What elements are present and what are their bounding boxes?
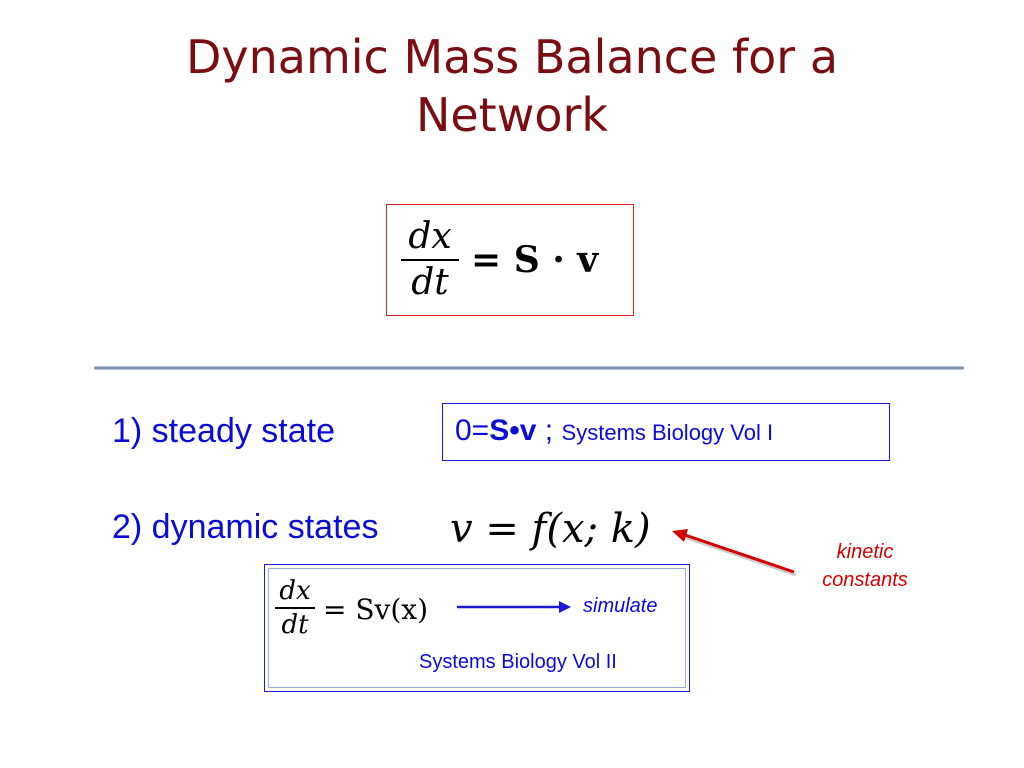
section-divider (94, 366, 964, 370)
steady-state-label: 1) steady state (112, 412, 336, 450)
sim-fraction-bar (275, 607, 315, 609)
slide-title: Dynamic Mass Balance for a Network (0, 28, 1024, 144)
main-equation-box: dx dt = S · v (386, 204, 634, 316)
fraction-bar (401, 259, 459, 261)
kinetic-constants-annotation: kinetic constants (790, 538, 940, 594)
sim-rhs: = Sv(x) (323, 593, 428, 626)
sim-reference: Systems Biology Vol II (419, 651, 617, 673)
main-fraction: dx dt (401, 215, 459, 305)
sim-denominator: dt (281, 610, 309, 640)
dynamic-equation: v = f(x; k) (450, 506, 651, 552)
kinetic-arrow (672, 529, 797, 577)
annotation-line-1: kinetic (836, 541, 894, 563)
sim-numerator: dx (279, 576, 311, 606)
annotation-line-2: constants (822, 569, 908, 591)
simulate-arrow (457, 601, 571, 613)
steady-prefix: 0= (455, 414, 490, 447)
title-line-2: Network (415, 88, 609, 142)
steady-reference: Systems Biology Vol I (561, 420, 774, 445)
main-numerator: dx (408, 216, 452, 257)
steady-state-box: 0=S•v ; Systems Biology Vol I (442, 403, 890, 461)
sim-fraction: dx dt (275, 575, 315, 641)
steady-formula: S•v (489, 414, 537, 447)
main-denominator: dt (411, 262, 449, 303)
dynamic-states-label: 2) dynamic states (112, 508, 379, 546)
main-rhs: = S · v (471, 239, 599, 281)
simulate-label: simulate (583, 595, 658, 617)
steady-separator: ; (536, 414, 554, 447)
simulation-box: dx dt = Sv(x) simulate Systems Biology V… (264, 564, 690, 692)
title-line-1: Dynamic Mass Balance for a (185, 30, 839, 84)
